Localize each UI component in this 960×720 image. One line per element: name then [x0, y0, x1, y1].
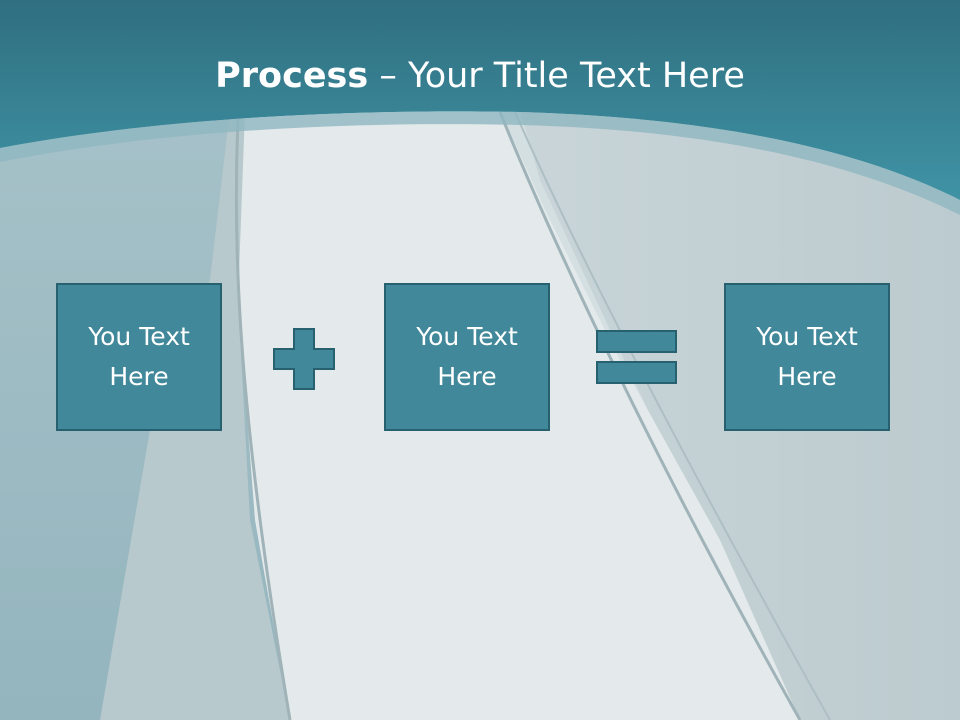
text-box-3-label: You Text Here	[756, 322, 858, 391]
text-box-3[interactable]: You Text Here	[724, 283, 890, 431]
text-box-2[interactable]: You Text Here	[384, 283, 550, 431]
equals-icon	[596, 330, 677, 384]
text-box-1-label: You Text Here	[88, 322, 190, 391]
title-rest: – Your Title Text Here	[368, 56, 745, 96]
text-box-2-label: You Text Here	[416, 322, 518, 391]
plus-icon	[273, 328, 335, 390]
text-box-1[interactable]: You Text Here	[56, 283, 222, 431]
title-bold: Process	[215, 56, 369, 96]
page-title: Process – Your Title Text Here	[0, 48, 960, 104]
